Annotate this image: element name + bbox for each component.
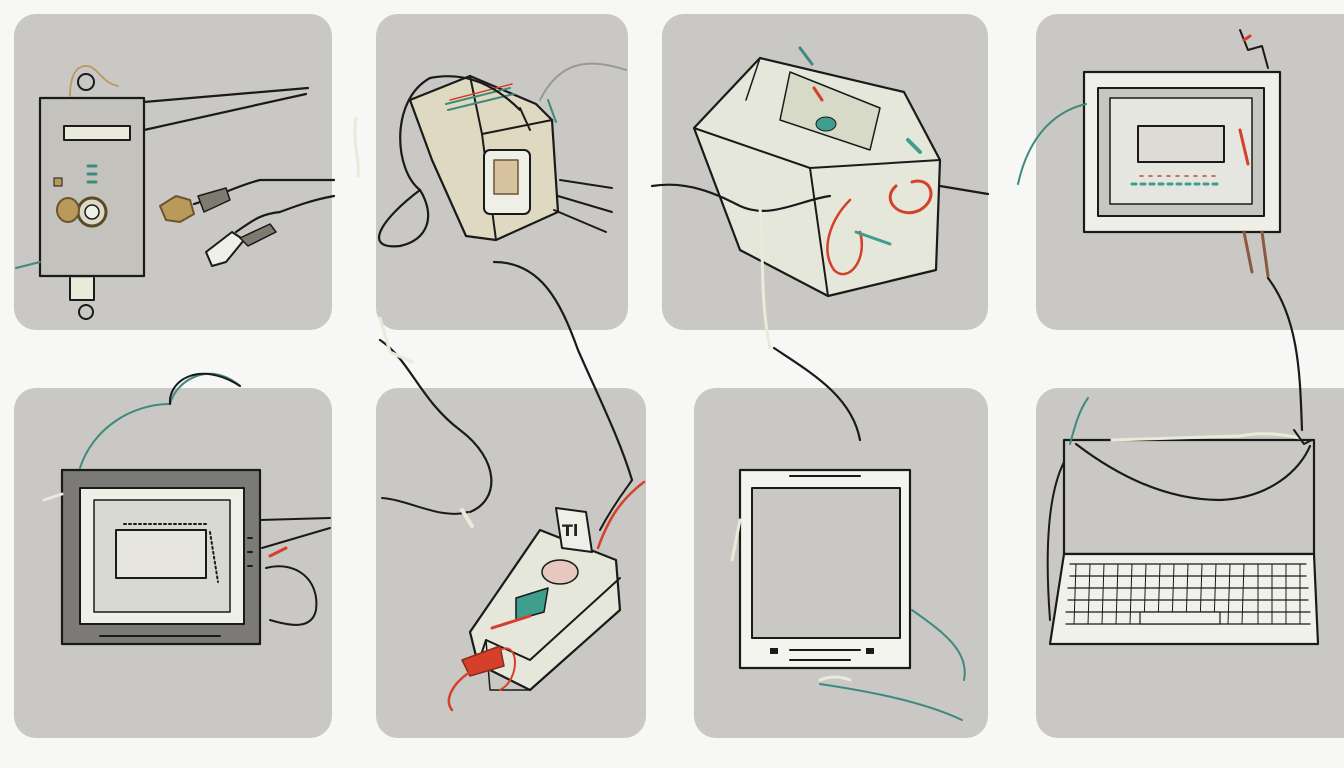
- panel-e-reader: [694, 388, 988, 738]
- panel-power-adapter: [376, 14, 628, 330]
- panel-charger: [376, 388, 646, 738]
- panel-laptop: [1036, 388, 1344, 738]
- panel-door-lock: [14, 14, 332, 330]
- panel-tablet: [14, 388, 332, 738]
- panel-junction-box: [662, 14, 988, 330]
- panel-monitor: [1036, 14, 1344, 330]
